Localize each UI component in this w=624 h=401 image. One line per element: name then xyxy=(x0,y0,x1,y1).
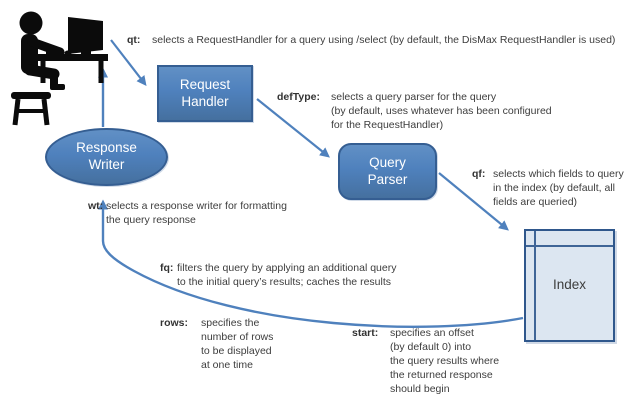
annotation-rows-label: rows: xyxy=(160,317,189,329)
index-node: Index xyxy=(524,229,615,342)
annotation-start-line: (by default 0) into xyxy=(390,341,472,353)
annotation-qf-line: fields are queried) xyxy=(493,196,578,208)
annotation-start-line: the returned response xyxy=(390,369,493,381)
annotation-qt: qt: selects a RequestHandler for a query… xyxy=(127,33,615,47)
annotation-start-line: the query results where xyxy=(390,355,500,367)
annotation-qf-label: qf: xyxy=(472,168,486,180)
annotation-start-line: specifies an offset xyxy=(390,327,474,339)
annotation-rows-line: specifies the xyxy=(201,317,260,329)
arrow-index-to-response-writer xyxy=(98,199,524,328)
annotation-wt-line: the query response xyxy=(106,214,196,226)
arrow-query-parser-to-index xyxy=(438,172,509,231)
annotation-deftype-line: for the RequestHandler) xyxy=(331,119,444,131)
annotation-wt-line: selects a response writer for formatting xyxy=(106,200,287,212)
annotation-start-line: should begin xyxy=(390,383,450,395)
response-writer-node: Response Writer xyxy=(45,128,168,186)
request-handler-label: Request Handler xyxy=(179,76,231,109)
annotation-qf-line: in the index (by default, all xyxy=(493,182,615,194)
index-grid-horizontal-line xyxy=(526,245,613,247)
annotation-fq-line: to the initial query’s results; caches t… xyxy=(177,276,391,288)
annotation-deftype-line: selects a query parser for the query xyxy=(331,91,497,103)
response-writer-label: Response Writer xyxy=(76,140,137,172)
annotation-rows-line: at one time xyxy=(201,359,253,371)
user-at-computer-icon xyxy=(11,11,108,126)
annotation-start-label: start: xyxy=(352,327,379,339)
annotation-qt-label: qt: xyxy=(127,34,141,46)
query-parser-label: Query Parser xyxy=(367,154,408,187)
request-handler-node: Request Handler xyxy=(157,65,253,122)
arrow-request-handler-to-query-parser xyxy=(256,98,330,158)
index-grid-vertical-line xyxy=(534,231,536,340)
query-parser-node: Query Parser xyxy=(338,143,437,200)
arrow-user-to-request-handler xyxy=(110,39,147,86)
annotation-qf-line: selects which fields to query xyxy=(493,168,624,180)
annotation-fq-line: filters the query by applying an additio… xyxy=(177,262,397,274)
annotation-deftype-label: defType: xyxy=(277,91,320,103)
annotation-rows: rows: specifies the number of rows to be… xyxy=(160,316,273,372)
annotation-qt-line: selects a RequestHandler for a query usi… xyxy=(152,34,616,46)
annotation-fq-label: fq: xyxy=(160,262,174,274)
annotation-wt: wt: selects a response writer for format… xyxy=(88,199,287,227)
annotation-rows-line: number of rows xyxy=(201,331,274,343)
annotation-start: start: specifies an offset (by default 0… xyxy=(352,326,499,396)
annotation-wt-label: wt: xyxy=(88,200,104,212)
annotation-rows-line: to be displayed xyxy=(201,345,272,357)
annotation-deftype: defType: selects a query parser for the … xyxy=(277,90,552,132)
annotation-fq: fq: filters the query by applying an add… xyxy=(160,261,396,289)
annotation-deftype-line: (by default, uses whatever has been conf… xyxy=(331,105,552,117)
annotation-qf: qf: selects which fields to query in the… xyxy=(472,167,624,209)
index-label: Index xyxy=(552,277,587,293)
